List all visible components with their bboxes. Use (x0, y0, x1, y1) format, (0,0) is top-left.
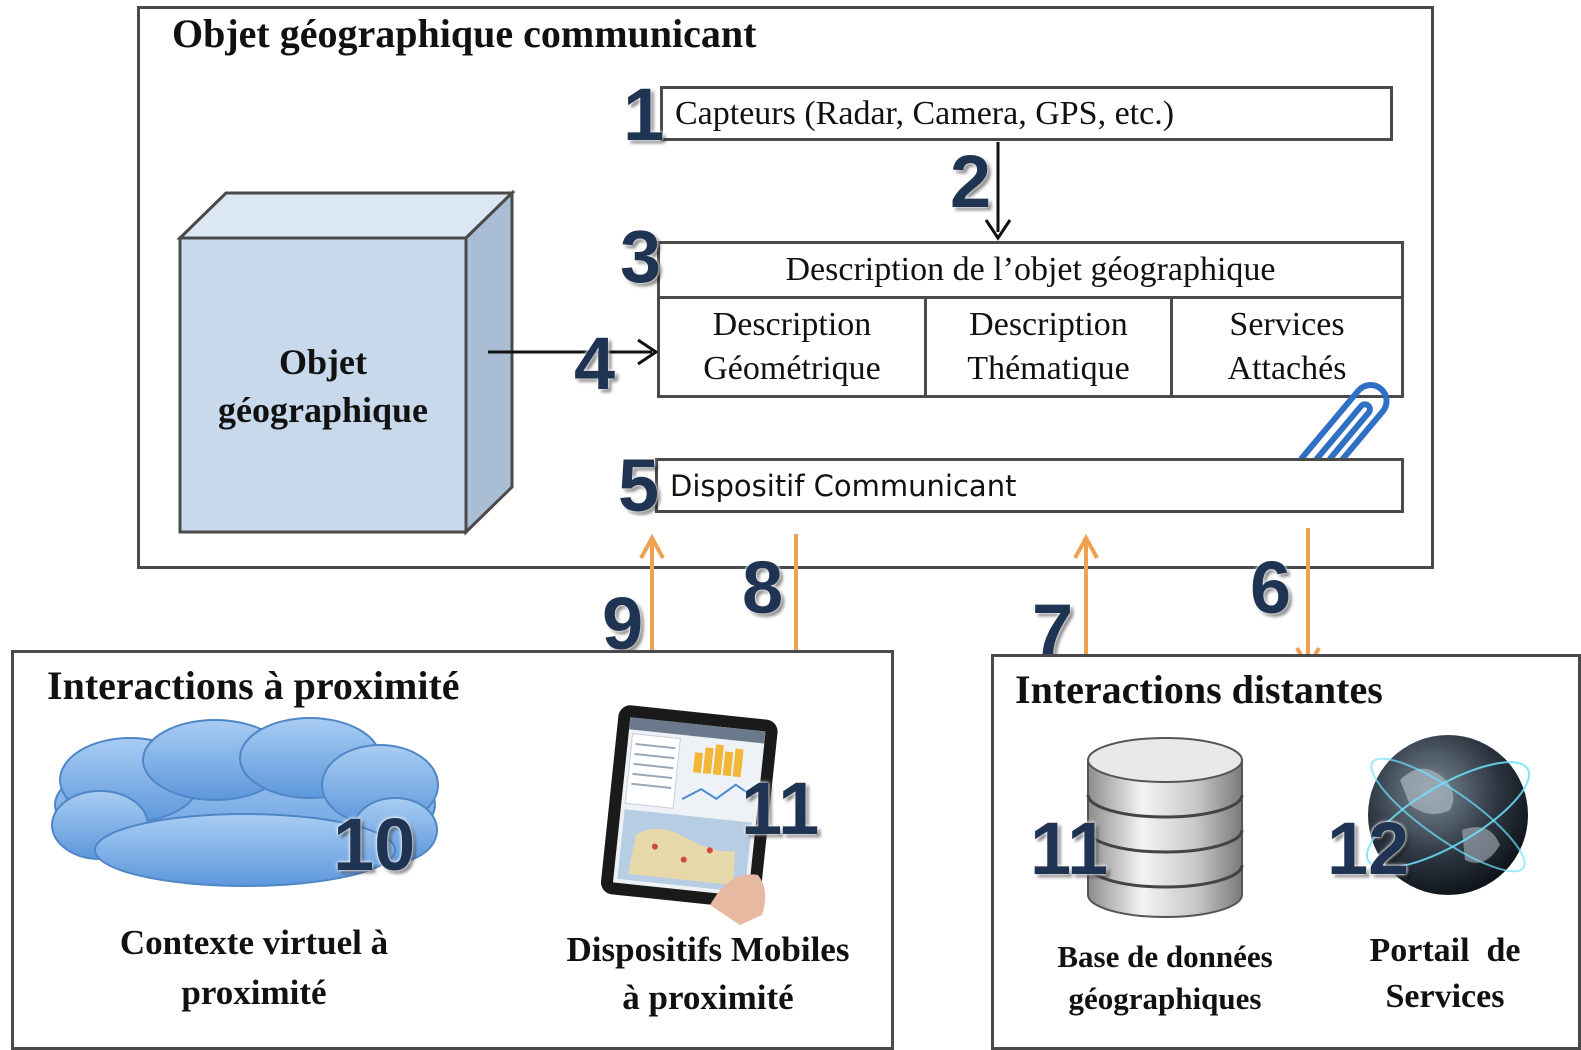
cell-geometry-line1: Description (712, 306, 872, 343)
sensors-box: Capteurs (Radar, Camera, GPS, etc.) (660, 86, 1393, 141)
cell-thematic-line1: Description (969, 306, 1128, 343)
proximity-title: Interactions à proximité (47, 663, 460, 708)
number-12: 12 (1327, 807, 1410, 890)
device-label: Dispositif Communicant (670, 468, 1017, 503)
portal-caption-line1: Portail de (1369, 932, 1521, 969)
description-cell-geometry: Description Géométrique (660, 299, 927, 395)
cloud-caption-line2: proximité (181, 973, 327, 1012)
cloud-caption: Contexte virtuel à proximité (54, 918, 454, 1018)
number-10-cloud: 10 (333, 803, 416, 886)
description-cell-thematic: Description Thématique (927, 299, 1173, 395)
number-1: 1 (623, 73, 665, 156)
number-5: 5 (618, 444, 660, 527)
number-2: 2 (950, 140, 992, 223)
description-box: Description de l’objet géographique Desc… (657, 241, 1404, 398)
cell-geometry-line2: Géométrique (703, 350, 881, 387)
mobile-caption-line1: Dispositifs Mobiles (566, 930, 850, 969)
database-caption-line1: Base de données (1057, 939, 1273, 974)
main-panel-title: Objet géographique communicant (172, 11, 757, 56)
cube-label: Objet géographique (180, 338, 466, 434)
number-4: 4 (574, 322, 616, 405)
cell-services-line1: Services (1229, 306, 1345, 343)
database-caption-line2: géographiques (1068, 981, 1262, 1016)
number-11-mobile: 11 (741, 767, 820, 850)
cube-label-line2: géographique (217, 390, 429, 430)
mobile-caption: Dispositifs Mobiles à proximité (528, 926, 888, 1022)
number-6: 6 (1250, 546, 1292, 629)
number-3: 3 (620, 215, 662, 298)
remote-title: Interactions distantes (1015, 667, 1383, 712)
number-8: 8 (742, 546, 784, 629)
database-caption: Base de données géographiques (1030, 936, 1300, 1020)
sensors-label: Capteurs (Radar, Camera, GPS, etc.) (675, 94, 1175, 132)
device-box: Dispositif Communicant (655, 458, 1404, 513)
mobile-caption-line2: à proximité (622, 978, 794, 1017)
cube-label-line1: Objet (279, 342, 367, 382)
portal-caption: Portail de Services (1340, 928, 1550, 1020)
number-9: 9 (602, 582, 644, 665)
description-title: Description de l’objet géographique (660, 244, 1401, 299)
description-cell-services: Services Attachés (1173, 299, 1401, 395)
cell-thematic-line2: Thématique (967, 350, 1130, 387)
number-11-database: 11 (1030, 807, 1109, 890)
cell-services-line2: Attachés (1227, 350, 1347, 387)
portal-caption-line2: Services (1385, 978, 1505, 1015)
cloud-caption-line1: Contexte virtuel à (119, 923, 389, 962)
